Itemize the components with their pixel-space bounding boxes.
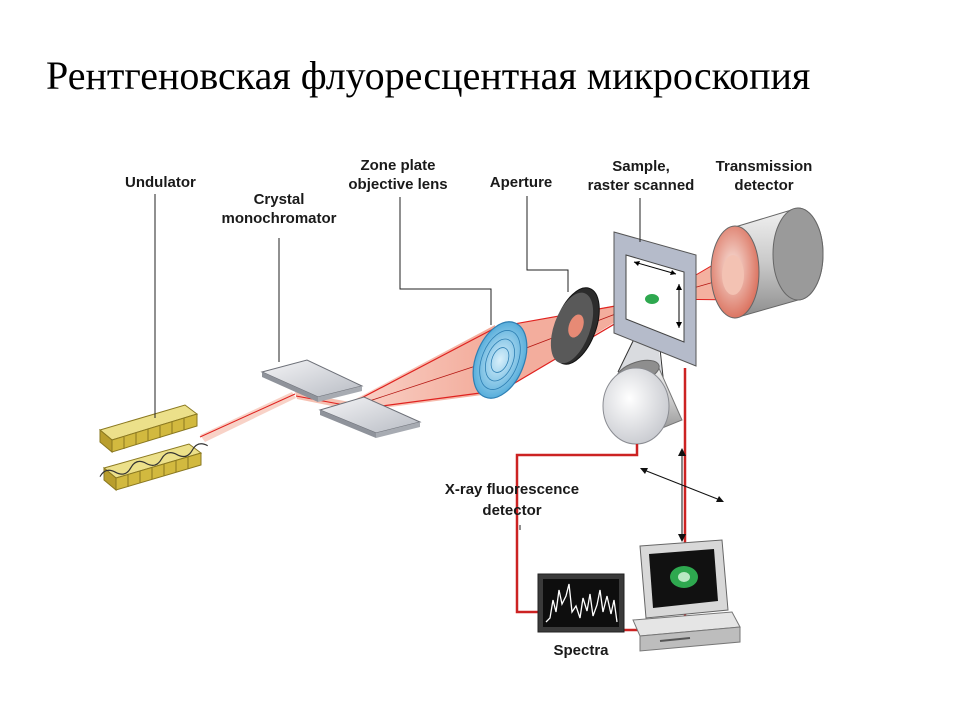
specimen-spot	[645, 294, 659, 304]
zone-plate-lens	[472, 321, 528, 399]
fluorescence-detector-cylinder-icon	[602, 359, 683, 445]
label-sample-line1: Sample,	[612, 158, 670, 175]
computer-workstation	[632, 539, 741, 652]
diagram-labels: Undulator Crystal monochromator Zone pla…	[125, 157, 812, 659]
zone-plate-lens-icon	[472, 321, 528, 399]
undulator-magnets-icon	[98, 404, 208, 492]
label-crystal-line2: monochromator	[221, 210, 336, 227]
label-transmission-line1: Transmission	[716, 158, 813, 175]
sample-frame-icon	[613, 231, 697, 367]
transmission-detector	[710, 207, 824, 319]
label-aperture: Aperture	[490, 174, 553, 191]
spectra-monitor	[537, 573, 625, 633]
aperture	[550, 287, 600, 365]
label-transmission-line2: detector	[734, 177, 793, 194]
sample-stage	[613, 231, 697, 367]
label-undulator: Undulator	[125, 174, 196, 191]
label-zone-plate-line2: objective lens	[348, 176, 447, 193]
transmission-detector-cylinder-icon	[710, 207, 824, 319]
label-sample-line2: raster scanned	[588, 177, 695, 194]
computer-workstation-icon	[632, 539, 741, 652]
undulator	[98, 404, 208, 492]
label-fluorescence-line1: X-ray fluorescence	[445, 481, 579, 498]
label-fluorescence-line2: detector	[482, 502, 541, 519]
label-spectra: Spectra	[553, 642, 609, 659]
fluorescence-detector	[602, 359, 683, 445]
spectra-monitor-icon	[537, 573, 625, 633]
crystal-monochromator	[260, 359, 422, 438]
leader-lines	[154, 194, 641, 530]
label-crystal-line1: Crystal	[254, 191, 305, 208]
aperture-disc-icon	[550, 287, 600, 365]
crystal-plates-icon	[260, 359, 422, 438]
slide-title: Рентгеновская флуоресцентная микроскопия	[46, 53, 811, 98]
label-zone-plate-line1: Zone plate	[360, 157, 435, 174]
